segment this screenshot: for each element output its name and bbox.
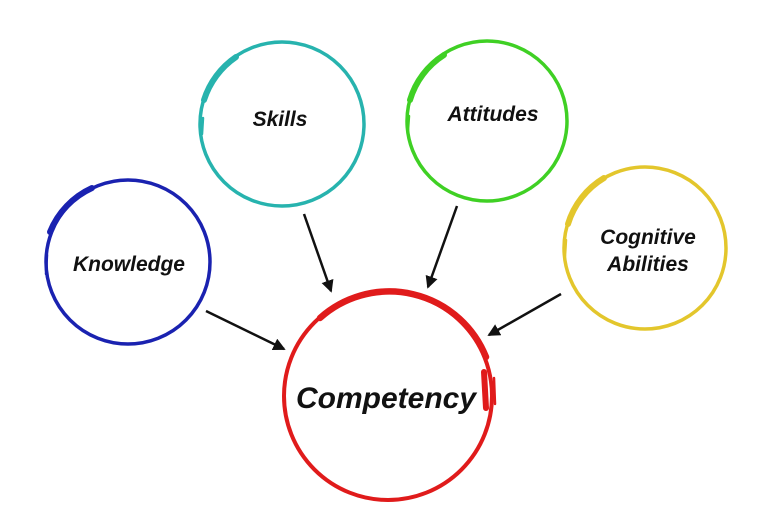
node-skills-circle bbox=[198, 40, 366, 208]
arrow-skills-to-competency bbox=[302, 213, 334, 293]
arrow-cognitive-to-competency bbox=[487, 292, 562, 337]
node-attitudes-label: Attitudes bbox=[447, 103, 539, 126]
node-knowledge-circle bbox=[44, 178, 212, 346]
arrow-attitudes-to-competency bbox=[425, 205, 459, 289]
node-cognitive-label: Cognitive Abilities bbox=[578, 225, 718, 279]
node-attitudes-circle bbox=[405, 39, 569, 203]
node-skills-label: Skills bbox=[252, 108, 308, 131]
node-cognitive-circle bbox=[562, 165, 728, 331]
arrow-knowledge-to-competency bbox=[205, 309, 286, 351]
center-competency-label: Competency bbox=[295, 382, 477, 415]
node-cognitive-label-line1: Cognitive bbox=[600, 226, 696, 249]
center-competency-circle bbox=[282, 288, 497, 502]
node-cognitive-label-line2: Abilities bbox=[607, 252, 689, 276]
node-knowledge-label: Knowledge bbox=[72, 253, 185, 276]
